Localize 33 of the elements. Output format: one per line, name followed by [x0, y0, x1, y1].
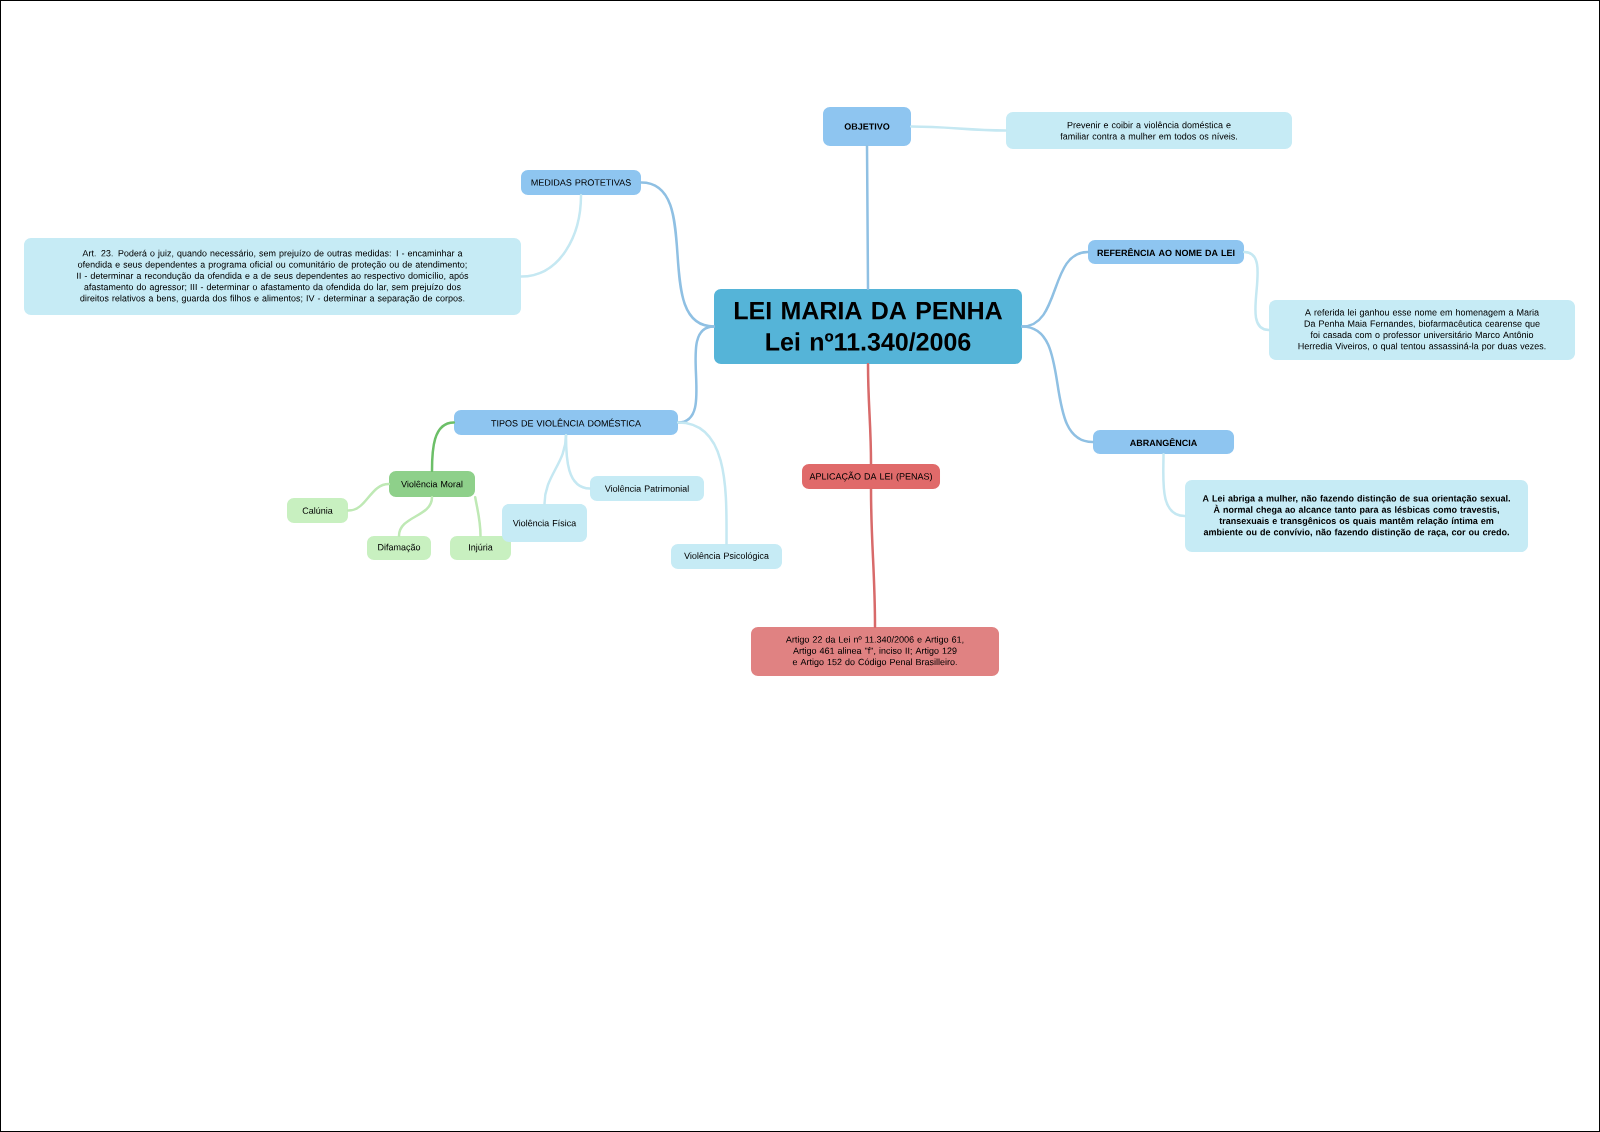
connector-line — [1020, 325, 1095, 444]
connector-line — [519, 193, 583, 278]
note-box: Artigo 22 da Lei nº 11.340/2006 e Artigo 61, Artigo 461 alinea "f", inciso II; Artigo 129 e Artigo 152 do Código Penal Brasilleiro. — [751, 627, 999, 676]
leaf-box: Violência Psicológica — [671, 544, 782, 569]
connector-line — [869, 487, 877, 629]
topic-box: TIPOS DE VIOLÊNCIA DOMÉSTICA — [454, 410, 678, 435]
connector-line — [676, 421, 728, 546]
leaf-box: Calúnia — [287, 498, 348, 523]
topic-box: APLICAÇÃO DA LEI (PENAS) — [802, 464, 940, 489]
leaf-box: Violência Patrimonial — [590, 476, 704, 501]
connector-line — [346, 482, 391, 512]
connector-line — [865, 144, 870, 291]
note-box: Art. 23. Poderá o juiz, quando necessário, sem prejuízo de outras medidas: I - encaminhar a ofendida e seus dependentes a programa oficial ou comunitário de proteção ou de atendimento; II - determinar a recondução da ofendida e a de seus dependentes ao respectivo domicílio, após afastamento do agressor; III - determinar o afastamento da ofendida do lar, sem prejuízo dos direitos relativos a bens, guarda dos filhos e alimentos; IV - determinar a separação de corpos. — [24, 238, 521, 315]
connector-line — [430, 421, 456, 473]
note-box: A Lei abriga a mulher, não fazendo distinção de sua orientação sexual. À normal chega ao alcance tanto para as lésbicas como travestis, transexuais e transgênicos os quais mantêm relação íntima em ambiente ou de convívio, não fazendo distinção de raça, cor ou credo. — [1185, 480, 1528, 552]
connector-line — [866, 362, 873, 466]
leaf-box: Injúria — [450, 536, 511, 560]
connector-line — [1162, 452, 1187, 518]
leaf-box: Violência Física — [502, 504, 587, 542]
note-box: Prevenir e coibir a violência doméstica e familiar contra a mulher em todos os níveis. — [1006, 112, 1292, 149]
topic-box: OBJETIVO — [823, 107, 911, 146]
connector-line — [473, 495, 482, 538]
topic-box: MEDIDAS PROTETIVAS — [521, 170, 641, 195]
connector-line — [909, 125, 1008, 132]
connector-line — [1242, 250, 1271, 332]
topic-box: ABRANGÊNCIA — [1093, 430, 1234, 454]
connector-line — [564, 433, 592, 490]
leaf-box: Difamação — [367, 536, 431, 560]
topic-box: REFERÊNCIA AO NOME DA LEI — [1088, 240, 1244, 264]
title-box: LEI MARIA DA PENHA Lei nº11.340/2006 — [714, 289, 1022, 364]
note-box: A referida lei ganhou esse nome em homenagem a Maria Da Penha Maia Fernandes, biofarmacêutica cearense que foi casada com o professor universitário Marco Antônio Herredia Viveiros, o qual tentou assassiná-la por duas vezes. — [1269, 300, 1575, 360]
connector-line — [397, 495, 434, 538]
subtopic-box: Violência Moral — [389, 471, 475, 497]
